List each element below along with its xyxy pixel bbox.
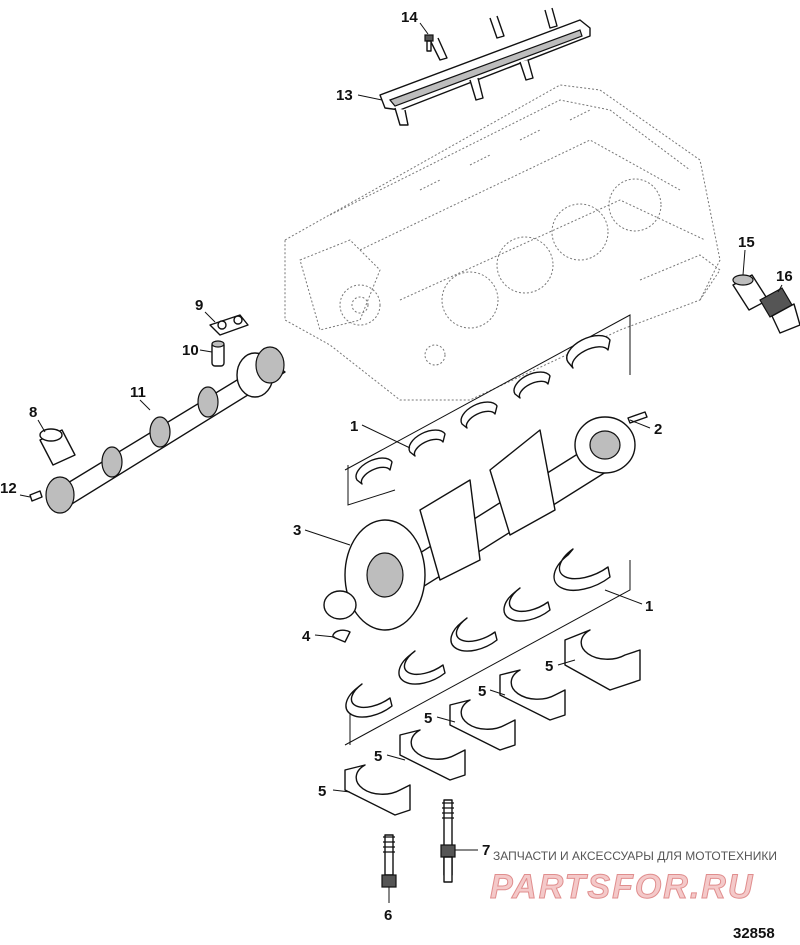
callout-lifter-guide: 9 [195, 297, 203, 314]
upper-main-bearings [355, 334, 611, 485]
camshaft-bearing [39, 428, 76, 466]
crank-dowel-pin [627, 411, 648, 424]
main-bearing-cap-2 [399, 729, 466, 781]
crank-key [332, 629, 351, 643]
upper-bearing-group-frame [344, 314, 631, 506]
callouts: 1 1 2 3 4 5 5 5 5 5 6 7 8 9 10 11 12 [0, 9, 793, 924]
main-bearing-cap-1 [344, 764, 411, 816]
callout-lower-bearings: 1 [645, 598, 653, 615]
figure-number: 32858 [733, 925, 775, 942]
crankshaft [323, 416, 636, 631]
callout-camshaft-bearing: 8 [29, 404, 37, 421]
callout-upper-bearings: 1 [350, 418, 358, 435]
callout-fitting: 15 [738, 234, 755, 251]
retainer-bolt [424, 34, 434, 52]
callout-retainer-bolt: 14 [401, 9, 418, 26]
lifter-guide-retainer [379, 7, 591, 126]
lower-main-bearings [345, 548, 611, 718]
callout-cap-5: 5 [545, 658, 553, 675]
callout-crankshaft: 3 [293, 522, 301, 539]
callout-crank-key: 4 [302, 628, 311, 645]
watermark-caption: ЗАПЧАСТИ И АКСЕССУАРЫ ДЛЯ МОТОТЕХНИКИ [493, 849, 777, 863]
callout-cap-1: 5 [318, 783, 326, 800]
callout-cam-pin: 12 [0, 480, 17, 497]
valve-lifter [211, 340, 225, 367]
oil-pressure-sensor [759, 287, 800, 334]
main-bearing-cap-5 [564, 629, 641, 691]
callout-cap-stud: 7 [482, 842, 490, 859]
callout-retainer: 13 [336, 87, 353, 104]
callout-sensor: 16 [776, 268, 793, 285]
callout-valve-lifter: 10 [182, 342, 199, 359]
callout-camshaft: 11 [130, 384, 146, 401]
engine-block-ghost [284, 84, 721, 401]
cam-pin [29, 490, 43, 502]
callout-cap-bolt: 6 [384, 907, 392, 924]
lifter-guide [209, 314, 249, 336]
watermark-logo: PARTSFOR.RU [490, 868, 754, 906]
main-bearing-cap-4 [499, 669, 566, 721]
callout-cap-4: 5 [478, 683, 486, 700]
cap-stud [440, 799, 456, 883]
callout-cap-2: 5 [374, 748, 382, 765]
callout-dowel-pin: 2 [654, 421, 662, 438]
callout-cap-3: 5 [424, 710, 432, 727]
main-bearing-cap-3 [449, 699, 516, 751]
cap-bolt [381, 834, 397, 888]
camshaft [45, 346, 286, 514]
